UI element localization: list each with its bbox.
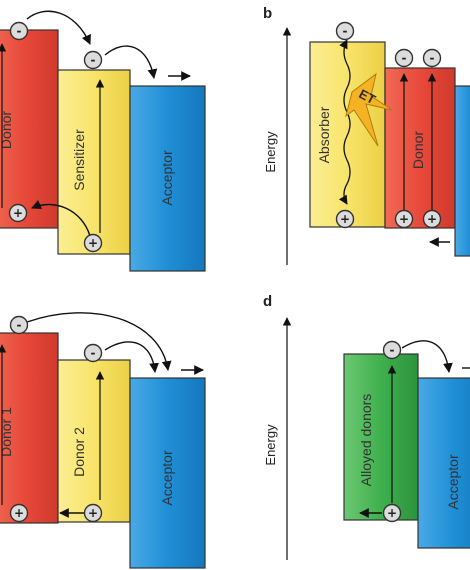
- donor-bar: [384, 67, 456, 229]
- acceptor-label: Acceptor: [159, 450, 175, 506]
- electron-charge: -: [335, 21, 355, 41]
- panel-letter-b: b: [263, 5, 272, 22]
- acceptor-bar: [129, 377, 206, 569]
- absorber-label: Absorber: [316, 106, 332, 163]
- svg-text:+: +: [387, 506, 397, 520]
- absorber-wavy-line: [338, 39, 351, 205]
- svg-text:-: -: [17, 318, 22, 332]
- svg-text:-: -: [402, 51, 407, 65]
- hole-charge: +: [9, 503, 29, 523]
- energy-transfer-bolt: ET: [345, 72, 393, 147]
- hole-charge: +: [382, 503, 402, 523]
- panel-letter-d: d: [263, 293, 272, 310]
- electron-charge: -: [382, 340, 402, 360]
- alloyed-donors-label: Alloyed donors: [358, 394, 374, 487]
- panel-a: Donor Sensitizer Acceptor - - + +: [0, 10, 206, 272]
- electron-transfer-arrow: [26, 10, 91, 45]
- svg-text:+: +: [399, 212, 409, 226]
- donor-bar: [0, 29, 59, 229]
- donor-1-label: Donor 1: [0, 407, 14, 457]
- electron-charge: -: [83, 50, 103, 70]
- hole-charge: +: [335, 209, 355, 229]
- electron-transfer-arrow: [104, 341, 159, 373]
- panel-d: d Energy Alloyed donors Acceptor - +: [263, 293, 470, 560]
- svg-text:+: +: [340, 212, 350, 226]
- acceptor-bar: [454, 85, 470, 257]
- donor-2-bar: [57, 359, 131, 523]
- svg-text:-: -: [91, 53, 96, 67]
- svg-text:-: -: [343, 24, 348, 38]
- energy-transfer-label: ET: [356, 86, 378, 107]
- hole-charge: +: [394, 209, 414, 229]
- electron-charge: -: [9, 315, 29, 335]
- energy-axis-label: Energy: [263, 131, 278, 173]
- svg-text:-: -: [390, 343, 395, 357]
- electron-charge: -: [9, 21, 29, 41]
- electron-charge: -: [83, 343, 103, 363]
- electron-transfer-arrow: [401, 340, 453, 373]
- sensitizer-label: Sensitizer: [71, 129, 87, 191]
- svg-text:-: -: [430, 51, 435, 65]
- hole-charge: +: [8, 203, 28, 223]
- donor-2-label: Donor 2: [71, 427, 87, 477]
- electron-charge: -: [422, 48, 442, 68]
- sensitizer-bar: [57, 69, 131, 255]
- hole-charge: +: [422, 209, 442, 229]
- acceptor-label: Acceptor: [445, 454, 461, 510]
- hole-transfer-arrow: [31, 199, 91, 237]
- acceptor-label: Acceptor: [159, 150, 175, 206]
- acceptor-bar: [129, 85, 206, 272]
- svg-text:+: +: [88, 506, 98, 520]
- svg-text:-: -: [17, 24, 22, 38]
- svg-text:+: +: [13, 206, 23, 220]
- energy-axis-label: Energy: [263, 424, 278, 466]
- panel-b: b Energy Absorber Donor ET - - - +: [263, 5, 470, 265]
- svg-text:+: +: [14, 506, 24, 520]
- svg-text:+: +: [427, 212, 437, 226]
- panel-c: Donor 1 Donor 2 Acceptor - - + +: [0, 312, 206, 569]
- svg-text:-: -: [91, 346, 96, 360]
- donor-label: Donor: [0, 111, 14, 149]
- donor-label: Donor: [410, 131, 426, 169]
- acceptor-bar: [417, 377, 470, 549]
- electron-transfer-arrow: [26, 312, 172, 371]
- hole-charge: +: [83, 233, 103, 253]
- donor-1-bar: [0, 332, 59, 524]
- hole-charge: +: [83, 503, 103, 523]
- svg-text:+: +: [88, 236, 98, 250]
- electron-transfer-arrow: [104, 45, 158, 79]
- alloyed-donors-bar: [343, 353, 419, 521]
- electron-charge: -: [394, 48, 414, 68]
